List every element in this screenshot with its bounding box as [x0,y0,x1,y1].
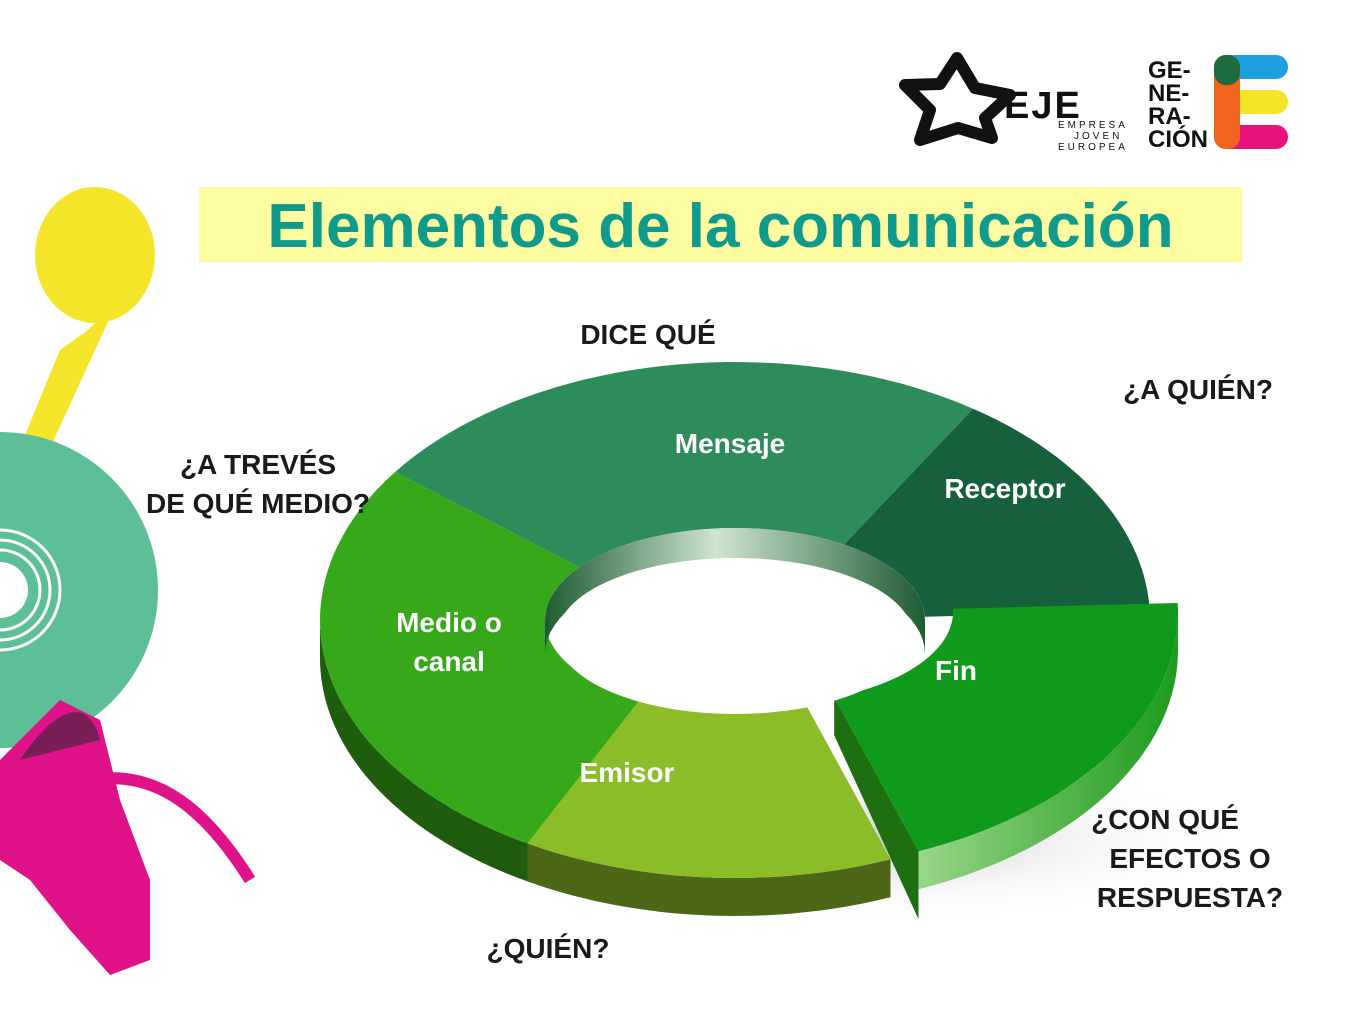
segment-side-fin [918,612,1178,890]
segment-label-fin: Fin [935,655,977,686]
segment-label-receptor: Receptor [944,473,1066,504]
segment-medio [320,472,640,844]
svg-text:GE-: GE- [1148,57,1191,84]
segment-side-medio [320,620,528,882]
question-con-que-efectos: ¿CON QUÉ EFECTOS O RESPUESTA? [1091,804,1284,913]
segment-side-emisor [527,843,891,916]
segment-emisor [527,699,891,878]
svg-text:EMPRESA: EMPRESA [1058,120,1128,131]
question-a-traves-de-que-medio: ¿A TREVÉS DE QUÉ MEDIO? [145,449,370,519]
vinyl-record-decoration [0,432,158,748]
svg-text:RA-: RA- [1148,103,1191,130]
title-band [199,187,1242,262]
question-quien: ¿QUIÉN? [486,933,610,964]
eje-logo: EJE EMPRESA JOVEN EUROPEA [899,52,1128,153]
star-icon [899,52,1016,146]
donut-hole [557,558,913,714]
segment-label-emisor: Emisor [579,757,675,788]
ballet-shoes-decoration [0,700,256,975]
segment-fin-cut-face [834,697,919,920]
segment-receptor [844,408,1150,617]
page-title: Elementos de la comunicación [267,192,1174,261]
svg-text:JOVEN: JOVEN [1074,131,1122,142]
question-a-quien: ¿A QUIÉN? [1123,374,1273,405]
svg-text:CIÓN: CIÓN [1148,125,1208,153]
segment-fin [834,603,1178,852]
generacion-logo: GE- NE- RA- CIÓN [1148,55,1288,153]
question-dice-que: DICE QUÉ [580,319,716,350]
segment-mensaje [395,362,974,568]
svg-text:EJE: EJE [1004,85,1082,127]
svg-text:EUROPEA: EUROPEA [1058,142,1128,153]
communication-donut [320,362,1178,920]
svg-text:NE-: NE- [1148,80,1189,107]
segment-label-medio: Medio o canal [396,607,502,677]
donut-inner-wall [545,528,925,654]
segment-label-mensaje: Mensaje [674,428,786,459]
